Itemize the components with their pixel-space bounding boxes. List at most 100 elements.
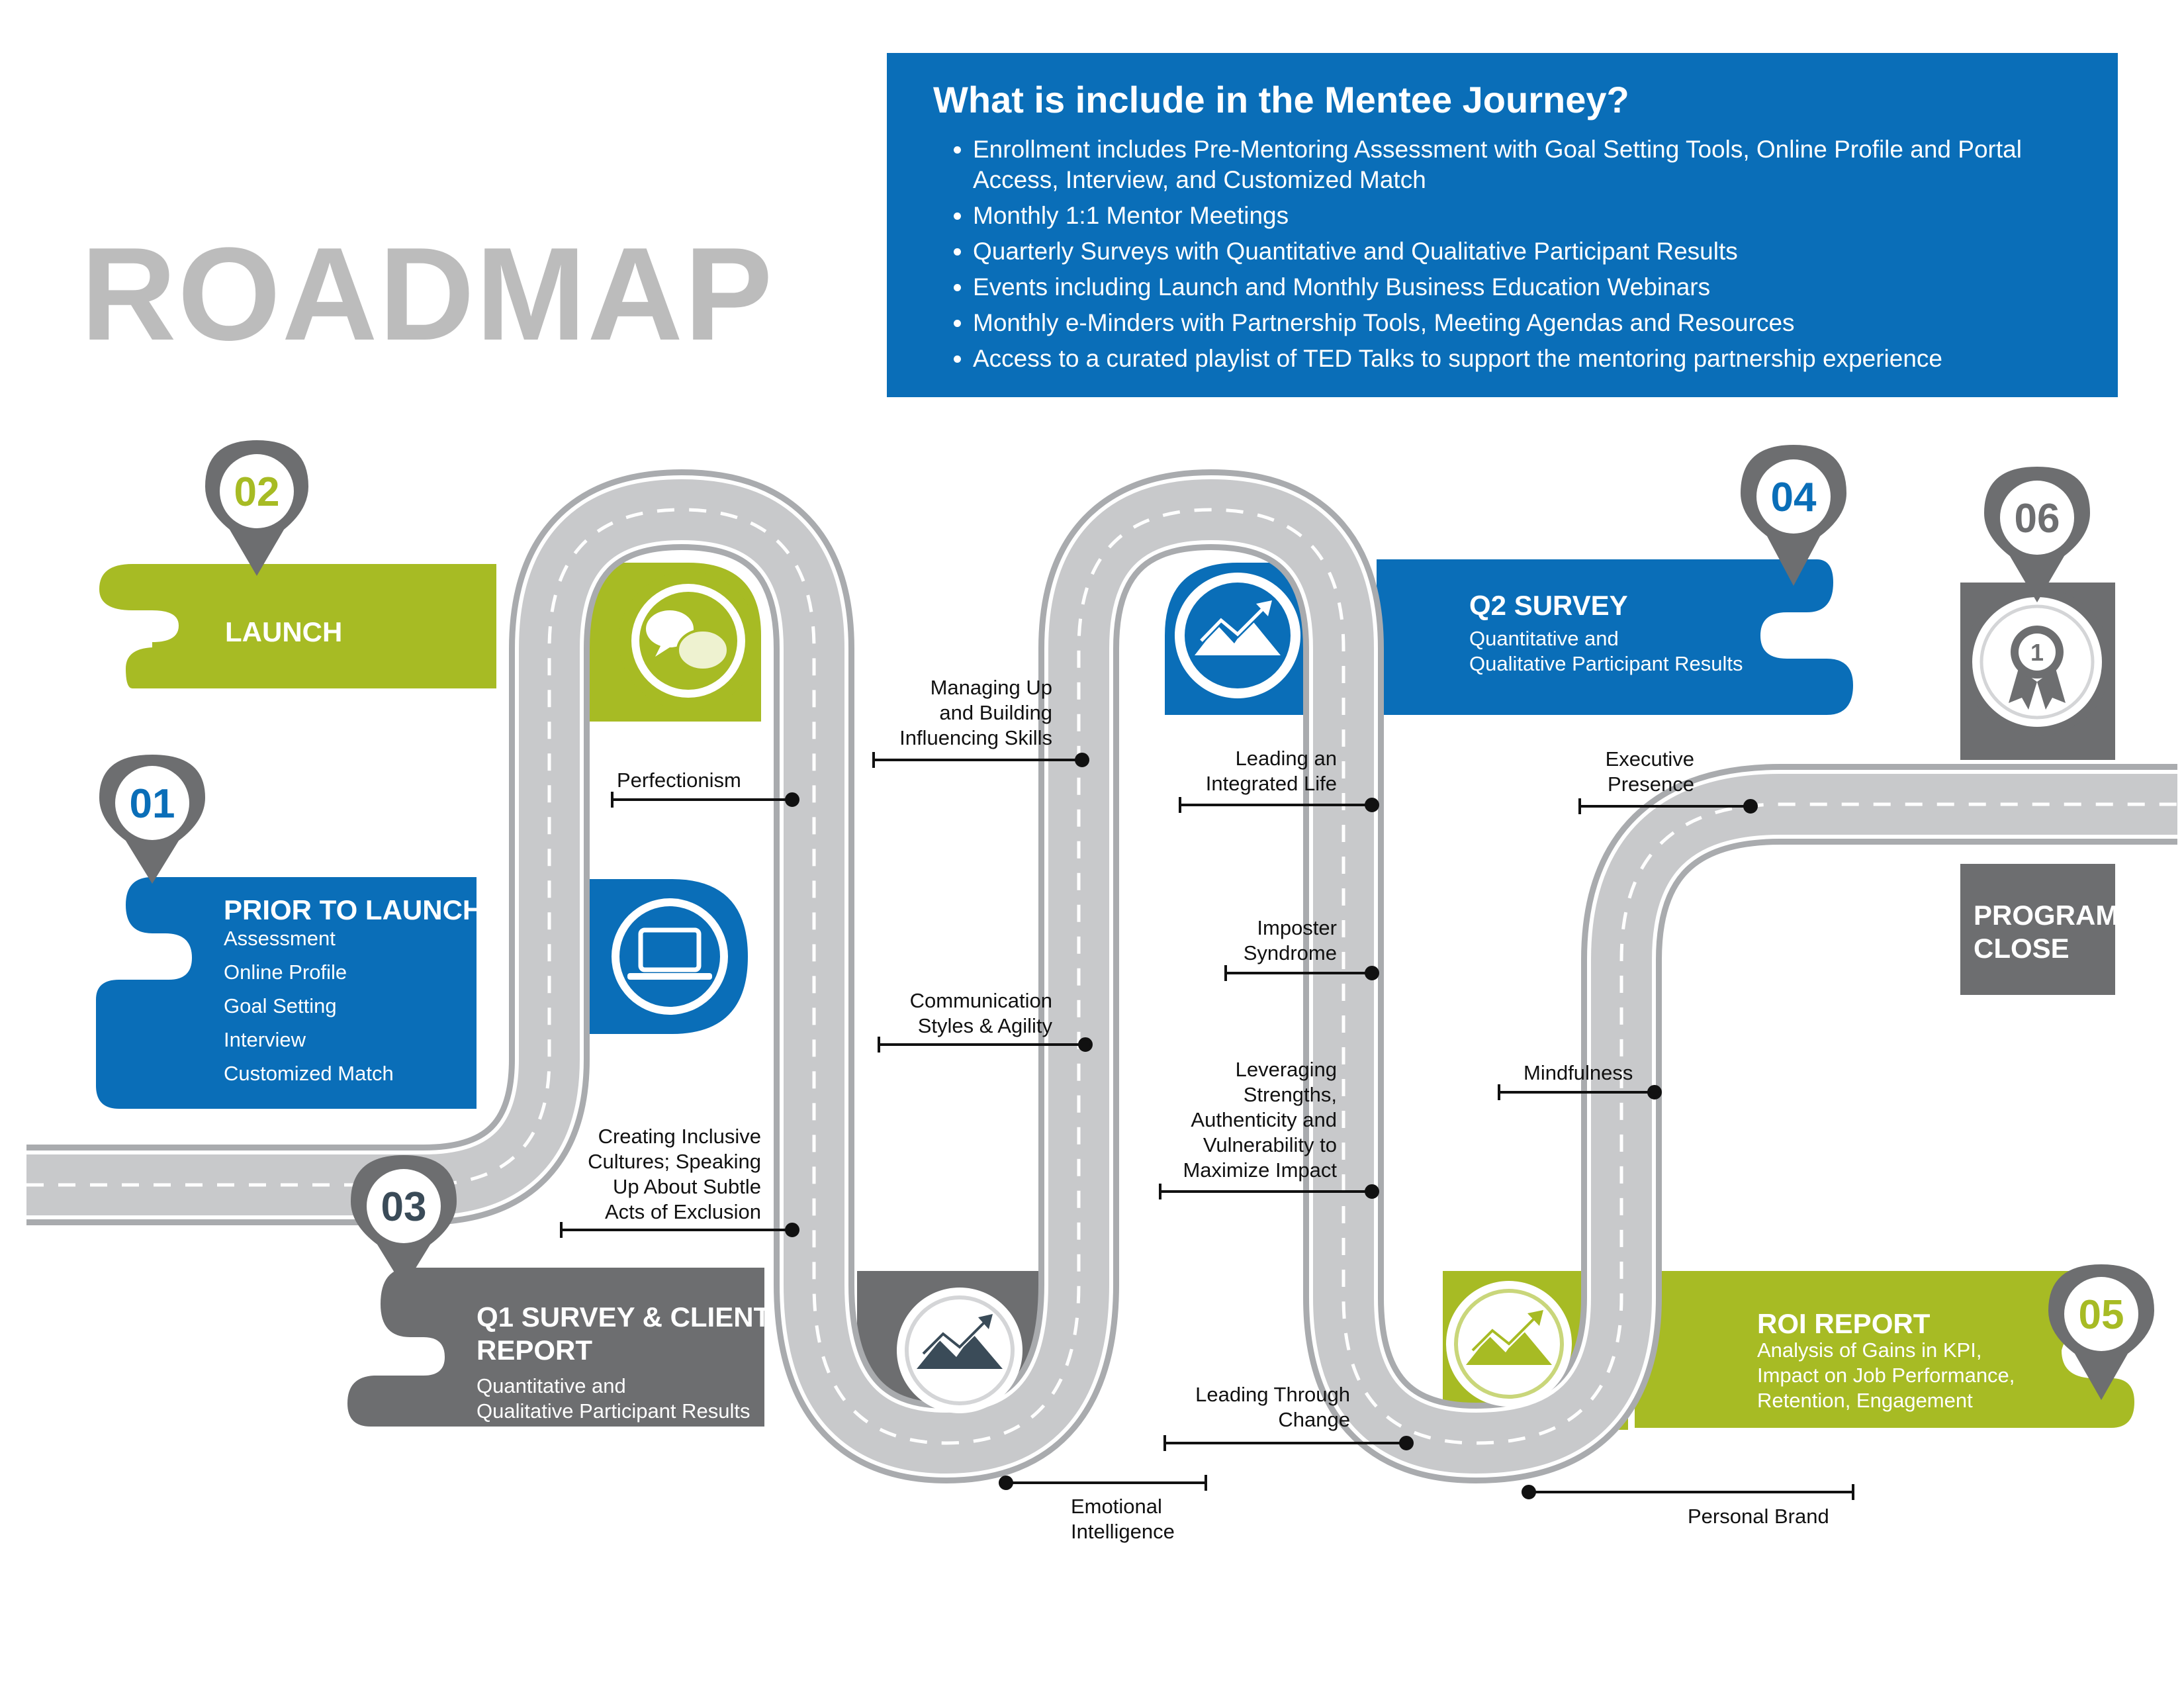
prior-items: Assessment Online Profile Goal Setting I… bbox=[224, 921, 482, 1090]
q2-chart-icon bbox=[1175, 573, 1300, 698]
label-line: Change bbox=[1278, 1408, 1350, 1431]
label-line: Authenticity and bbox=[1191, 1108, 1337, 1131]
roi-chart-icon bbox=[1446, 1281, 1572, 1407]
roi-sub-2: Impact on Job Performance, bbox=[1757, 1364, 2015, 1387]
pin-label: 06 bbox=[2015, 496, 2060, 541]
label-line: Executive bbox=[1605, 747, 1694, 771]
label-line: Intelligence bbox=[1071, 1520, 1175, 1543]
label-line: Strengths, bbox=[1243, 1083, 1337, 1106]
info-list: Enrollment includes Pre-Mentoring Assess… bbox=[933, 134, 2071, 374]
prior-title: PRIOR TO LAUNCH bbox=[224, 894, 483, 925]
list-item: Quarterly Surveys with Quantitative and … bbox=[973, 236, 2071, 267]
list-item: Access to a curated playlist of TED Talk… bbox=[973, 344, 2071, 374]
list-item: Customized Match bbox=[224, 1062, 394, 1085]
roi-banner bbox=[1635, 1271, 2134, 1428]
pin-03: 03 bbox=[351, 1155, 457, 1288]
label-line: Styles & Agility bbox=[917, 1014, 1052, 1037]
topic-emotional: Emotional Intelligence bbox=[1071, 1494, 1175, 1544]
label-line: Communication bbox=[909, 989, 1052, 1012]
label-line: Presence bbox=[1608, 773, 1694, 796]
label-line: Vulnerability to bbox=[1203, 1133, 1337, 1156]
list-item: Enrollment includes Pre-Mentoring Assess… bbox=[973, 134, 2071, 195]
label-line: Maximize Impact bbox=[1183, 1158, 1337, 1182]
label-line: Leading an bbox=[1235, 747, 1337, 770]
close-banner-bottom bbox=[1960, 864, 2115, 995]
q1-sub: Quantitative and bbox=[477, 1374, 626, 1397]
topic-lines bbox=[560, 752, 1854, 1500]
topic-leveraging: Leveraging Strengths, Authenticity and V… bbox=[1125, 1057, 1337, 1183]
road bbox=[26, 469, 2177, 1483]
list-item: Online Profile bbox=[224, 961, 347, 984]
award-icon: 1 bbox=[1963, 588, 2111, 736]
q1-banner bbox=[347, 1268, 764, 1427]
roi-title: ROI REPORT bbox=[1757, 1308, 1931, 1339]
page-title: ROADMAP bbox=[81, 220, 774, 368]
pin-label: 04 bbox=[1771, 475, 1817, 520]
list-item: Goal Setting bbox=[224, 994, 337, 1017]
label-line: Cultures; Speaking bbox=[588, 1150, 761, 1173]
topic-leading-change: Leading Through Change bbox=[1125, 1382, 1350, 1432]
pin-02: 02 bbox=[205, 440, 308, 576]
q1-title: Q1 SURVEY & CLIENT bbox=[477, 1301, 771, 1333]
award-number: 1 bbox=[2030, 639, 2044, 666]
roi-sub-3: Retention, Engagement bbox=[1757, 1389, 1973, 1412]
label-line: Acts of Exclusion bbox=[604, 1200, 761, 1223]
list-item: Events including Launch and Monthly Busi… bbox=[973, 272, 2071, 303]
label-line: Influencing Skills bbox=[899, 726, 1052, 749]
close-block: PROGRAM CLOSE bbox=[1974, 899, 2118, 965]
pin-01: 01 bbox=[99, 755, 205, 884]
q2-sub: Quantitative and bbox=[1469, 627, 1619, 650]
label-line: Creating Inclusive bbox=[598, 1125, 761, 1148]
q1-title-2: REPORT bbox=[477, 1335, 593, 1366]
q2-title: Q2 SURVEY bbox=[1469, 590, 1628, 621]
q1-sub-2: Qualitative Participant Results bbox=[477, 1399, 751, 1423]
label-line: Syndrome bbox=[1243, 941, 1337, 964]
laptop-icon bbox=[612, 898, 728, 1015]
topic-executive: Executive Presence bbox=[1496, 747, 1694, 797]
label-line: and Building bbox=[939, 701, 1052, 724]
list-item: Assessment bbox=[224, 927, 336, 950]
label-line: Managing Up bbox=[930, 676, 1052, 699]
pin-label: 05 bbox=[2079, 1292, 2124, 1338]
topic-imposter: Imposter Syndrome bbox=[1125, 915, 1337, 966]
q1-block: Q1 SURVEY & CLIENT REPORT Quantitative a… bbox=[477, 1301, 770, 1424]
topic-mindfulness: Mindfulness bbox=[1524, 1061, 1633, 1084]
list-item: Monthly e-Minders with Partnership Tools… bbox=[973, 308, 2071, 338]
label-line: Imposter bbox=[1257, 916, 1337, 939]
topic-managing-up: Managing Up and Building Influencing Ski… bbox=[854, 675, 1052, 751]
label-line: Up About Subtle bbox=[612, 1175, 761, 1198]
q2-banner bbox=[1377, 559, 1853, 715]
topic-perfectionism: Perfectionism bbox=[617, 769, 741, 792]
pin-label: 02 bbox=[234, 469, 280, 515]
close-title-2: CLOSE bbox=[1974, 933, 2070, 964]
prior-block: PRIOR TO LAUNCH Assessment Online Profil… bbox=[224, 894, 482, 1090]
topic-creating-inclusive: Creating Inclusive Cultures; Speaking Up… bbox=[563, 1124, 761, 1225]
q2-block: Q2 SURVEY Quantitative and Qualitative P… bbox=[1469, 589, 1743, 677]
launch-banner bbox=[99, 564, 496, 688]
chat-icon bbox=[619, 571, 758, 710]
roi-block: ROI REPORT Analysis of Gains in KPI, Imp… bbox=[1757, 1307, 2015, 1413]
pin-label: 03 bbox=[381, 1184, 427, 1230]
pin-05: 05 bbox=[2048, 1264, 2154, 1400]
prior-banner bbox=[96, 877, 477, 1109]
label-line: Leading Through bbox=[1195, 1383, 1350, 1406]
chart-growth-icon bbox=[897, 1288, 1023, 1413]
topic-leading-life: Leading an Integrated Life bbox=[1125, 746, 1337, 796]
label-line: Leveraging bbox=[1235, 1058, 1337, 1081]
label-line: Integrated Life bbox=[1205, 772, 1337, 795]
label-line: Emotional bbox=[1071, 1495, 1162, 1518]
pin-06: 06 bbox=[1984, 467, 2090, 602]
topic-personal-brand: Personal Brand bbox=[1688, 1505, 1829, 1528]
info-panel: What is include in the Mentee Journey? E… bbox=[887, 53, 2118, 397]
list-item: Interview bbox=[224, 1028, 306, 1051]
topic-communication: Communication Styles & Agility bbox=[854, 988, 1052, 1039]
close-title: PROGRAM bbox=[1974, 900, 2119, 931]
info-heading: What is include in the Mentee Journey? bbox=[933, 79, 1629, 120]
launch-title: LAUNCH bbox=[225, 616, 343, 647]
pin-04: 04 bbox=[1741, 445, 1846, 586]
list-item: Monthly 1:1 Mentor Meetings bbox=[973, 201, 2071, 231]
q2-sub-2: Qualitative Participant Results bbox=[1469, 652, 1743, 675]
pin-label: 01 bbox=[130, 781, 175, 827]
roi-sub: Analysis of Gains in KPI, bbox=[1757, 1338, 1982, 1362]
